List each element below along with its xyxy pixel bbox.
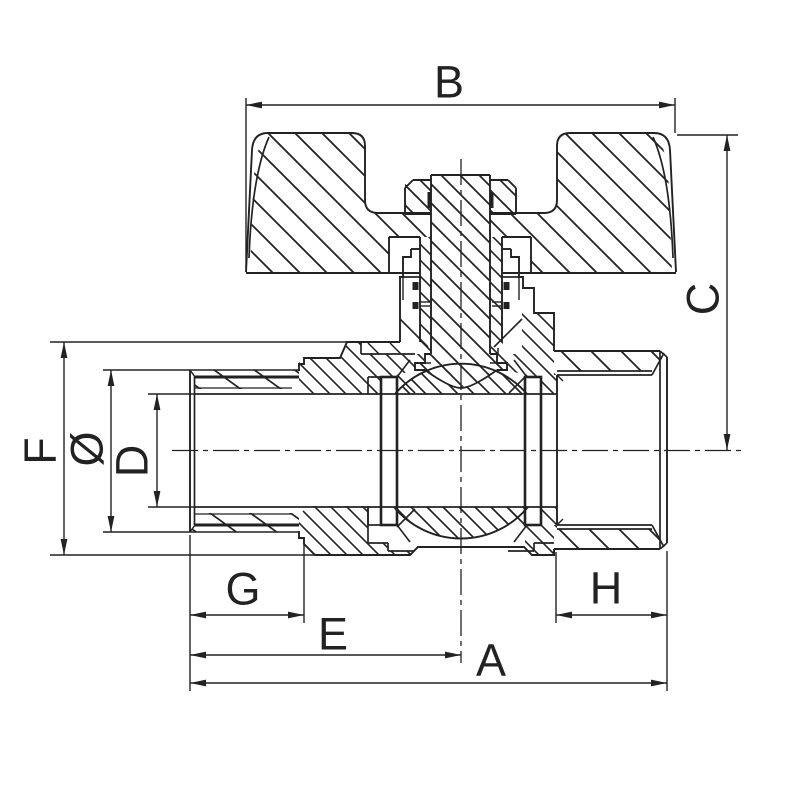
svg-text:Ø: Ø <box>62 431 113 466</box>
svg-text:B: B <box>434 57 464 108</box>
svg-text:G: G <box>225 564 260 615</box>
svg-text:E: E <box>318 609 348 660</box>
svg-text:H: H <box>590 563 623 614</box>
svg-text:F: F <box>15 437 66 465</box>
svg-text:C: C <box>678 283 729 316</box>
svg-text:D: D <box>107 445 158 478</box>
svg-text:A: A <box>476 635 506 686</box>
